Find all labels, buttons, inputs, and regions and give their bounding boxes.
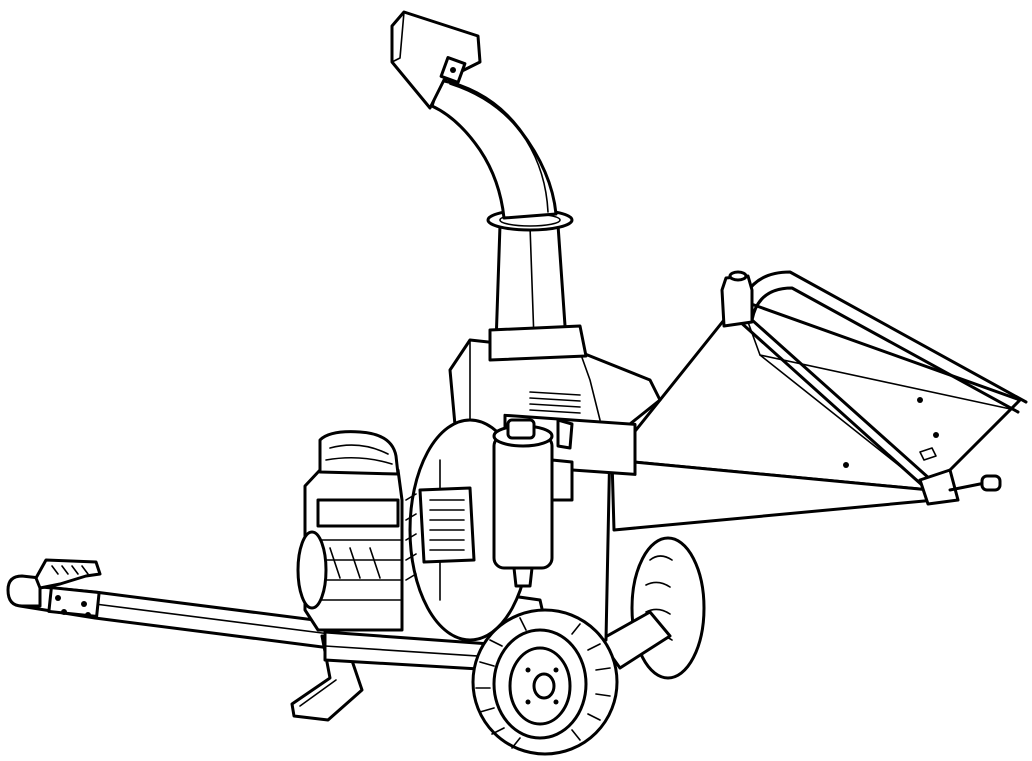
hitch-coupler	[6, 558, 102, 608]
engine	[296, 430, 404, 632]
discharge-chute	[390, 10, 588, 362]
rear-wheel	[630, 536, 706, 680]
hopper-control-box	[720, 270, 754, 328]
front-wheel	[471, 608, 619, 756]
fuel-tank	[492, 418, 574, 588]
hopper-guard-frame	[736, 270, 1028, 506]
feed-hopper	[610, 298, 1022, 532]
tow-bar	[18, 583, 332, 650]
